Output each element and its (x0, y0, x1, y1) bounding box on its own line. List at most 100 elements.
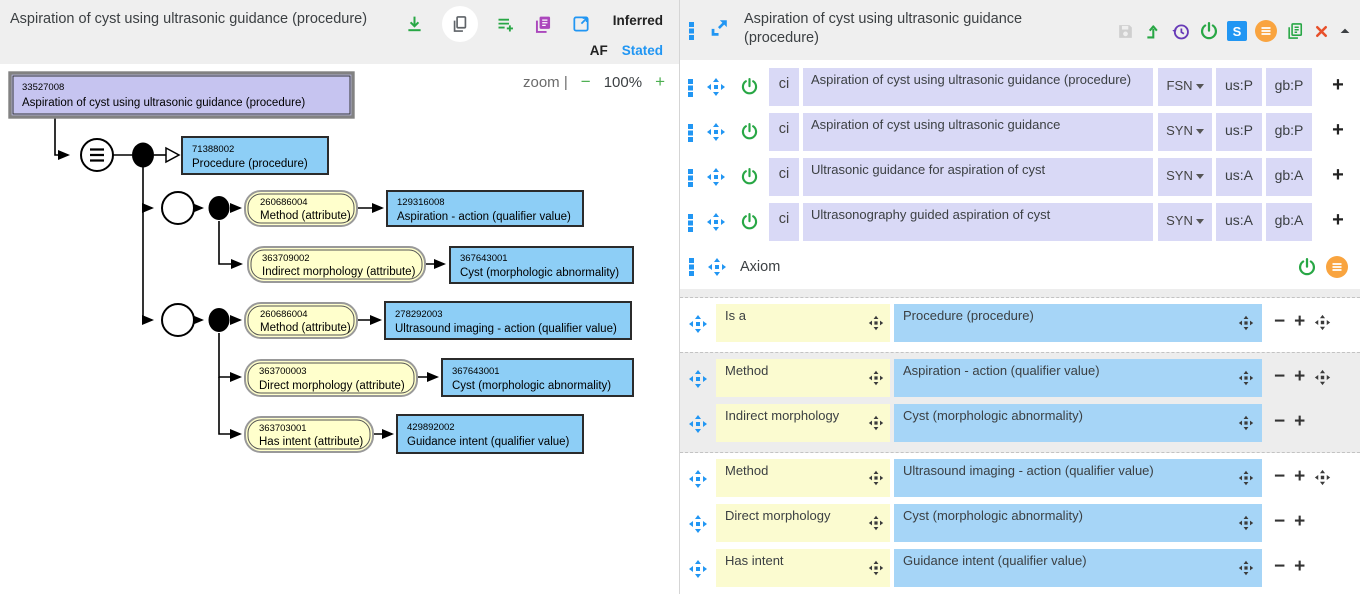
zoom-out-button[interactable]: − (580, 72, 591, 91)
download-diagram-button[interactable] (404, 14, 425, 35)
us-acceptability-badge[interactable]: us:P (1216, 113, 1262, 151)
attribute-type-box[interactable]: Direct morphology (716, 504, 890, 542)
description-menu-button[interactable] (688, 213, 694, 233)
concept-node-root[interactable]: 33527008 Aspiration of cyst using ultras… (8, 71, 355, 119)
drag-relationship-handle[interactable] (688, 414, 708, 434)
add-relationship-button[interactable]: + (1294, 411, 1306, 432)
role-group-node-2[interactable] (161, 303, 195, 337)
description-type-select[interactable]: SYN (1158, 113, 1212, 151)
us-acceptability-badge[interactable]: us:P (1216, 68, 1262, 106)
drag-description-handle[interactable] (706, 77, 726, 97)
attribute-node-direct-morphology[interactable]: 363700003 Direct morphology (attribute) (244, 359, 418, 397)
clone-button[interactable] (1285, 21, 1305, 41)
attribute-node-indirect-morphology[interactable]: 363709002 Indirect morphology (attribute… (247, 246, 426, 283)
inactivate-axiom-button[interactable] (1297, 257, 1317, 277)
open-in-new-button[interactable] (571, 14, 591, 34)
move-group-handle[interactable] (1314, 469, 1331, 486)
move-group-handle[interactable] (1314, 314, 1331, 331)
attribute-value-box[interactable]: Aspiration - action (qualifier value) (894, 359, 1262, 397)
case-significance-badge[interactable]: ci (769, 68, 799, 106)
save-button[interactable] (1116, 22, 1135, 41)
inactivate-description-button[interactable] (740, 212, 759, 231)
description-menu-button[interactable] (688, 78, 694, 98)
stated-badge[interactable]: S (1227, 21, 1247, 41)
description-type-select[interactable]: SYN (1158, 203, 1212, 241)
attribute-type-box[interactable]: Has intent (716, 549, 890, 587)
conjunction-node-group1[interactable] (208, 196, 230, 220)
open-concept-in-window-button[interactable] (708, 17, 730, 39)
gb-acceptability-badge[interactable]: gb:A (1266, 203, 1312, 241)
concept-options-button[interactable] (1255, 20, 1277, 42)
case-significance-badge[interactable]: ci (769, 113, 799, 151)
drag-attribute-handle[interactable] (868, 315, 884, 331)
drag-description-handle[interactable] (706, 167, 726, 187)
drag-attribute-handle[interactable] (868, 470, 884, 486)
attribute-node-method-2[interactable]: 260686004 Method (attribute) (244, 302, 358, 339)
add-description-button[interactable]: + (1332, 74, 1344, 96)
attribute-type-box[interactable]: Method (716, 459, 890, 497)
description-type-select[interactable]: FSN (1158, 68, 1212, 106)
conjunction-node-group2[interactable] (208, 308, 230, 332)
add-relationship-button[interactable]: + (1294, 556, 1306, 577)
promote-button[interactable] (1143, 22, 1162, 41)
inactivate-description-button[interactable] (740, 122, 759, 141)
add-relationship-button[interactable]: + (1294, 366, 1306, 387)
drag-attribute-handle[interactable] (868, 415, 884, 431)
clone-concept-button[interactable] (533, 14, 554, 35)
view-mode-inferred[interactable]: Inferred (612, 13, 663, 28)
value-node-cyst-1[interactable]: 367643001 Cyst (morphologic abnormality) (449, 246, 634, 284)
drag-relationship-handle[interactable] (688, 314, 708, 334)
concept-menu-button[interactable] (689, 21, 695, 41)
add-description-button[interactable]: + (1332, 209, 1344, 231)
add-description-button[interactable]: + (1332, 119, 1344, 141)
drag-relationship-handle[interactable] (688, 469, 708, 489)
drag-axiom-handle[interactable] (707, 257, 727, 277)
us-acceptability-badge[interactable]: us:A (1216, 158, 1262, 196)
case-significance-badge[interactable]: ci (769, 203, 799, 241)
value-node-aspiration-action[interactable]: 129316008 Aspiration - action (qualifier… (386, 190, 584, 227)
drag-value-handle[interactable] (1238, 560, 1254, 576)
drag-value-handle[interactable] (1238, 470, 1254, 486)
view-mode-af[interactable]: AF (589, 43, 608, 58)
description-term[interactable]: Ultrasonic guidance for aspiration of cy… (803, 158, 1153, 196)
view-mode-stated[interactable]: Stated (621, 43, 663, 58)
drag-description-handle[interactable] (706, 212, 726, 232)
attribute-value-box[interactable]: Guidance intent (qualifier value) (894, 549, 1262, 587)
gb-acceptability-badge[interactable]: gb:A (1266, 158, 1312, 196)
remove-relationship-button[interactable]: − (1274, 511, 1286, 532)
description-type-select[interactable]: SYN (1158, 158, 1212, 196)
axiom-menu-button[interactable] (689, 257, 695, 277)
drag-relationship-handle[interactable] (688, 559, 708, 579)
conjunction-node[interactable] (132, 142, 154, 168)
copy-diagram-button[interactable] (442, 6, 478, 42)
attribute-value-box[interactable]: Cyst (morphologic abnormality) (894, 504, 1262, 542)
role-group-node-1[interactable] (161, 191, 195, 225)
attribute-type-box[interactable]: Is a (716, 304, 890, 342)
gb-acceptability-badge[interactable]: gb:P (1266, 68, 1312, 106)
remove-relationship-button[interactable]: − (1274, 411, 1286, 432)
value-node-ultrasound-imaging[interactable]: 278292003 Ultrasound imaging - action (q… (384, 301, 632, 340)
attribute-node-method-1[interactable]: 260686004 Method (attribute) (244, 190, 358, 227)
description-menu-button[interactable] (688, 168, 694, 188)
drag-attribute-handle[interactable] (868, 560, 884, 576)
equivalence-node[interactable] (80, 138, 114, 172)
add-relationship-button[interactable]: + (1294, 511, 1306, 532)
us-acceptability-badge[interactable]: us:A (1216, 203, 1262, 241)
drag-attribute-handle[interactable] (868, 515, 884, 531)
axiom-options-button[interactable] (1326, 256, 1348, 278)
gb-acceptability-badge[interactable]: gb:P (1266, 113, 1312, 151)
attribute-type-box[interactable]: Method (716, 359, 890, 397)
drag-relationship-handle[interactable] (688, 514, 708, 534)
description-menu-button[interactable] (688, 123, 694, 143)
description-term[interactable]: Aspiration of cyst using ultrasonic guid… (803, 68, 1153, 106)
attribute-node-has-intent[interactable]: 363703001 Has intent (attribute) (244, 416, 374, 453)
inactivate-description-button[interactable] (740, 167, 759, 186)
move-group-handle[interactable] (1314, 369, 1331, 386)
drag-relationship-handle[interactable] (688, 369, 708, 389)
description-term[interactable]: Ultrasonography guided aspiration of cys… (803, 203, 1153, 241)
drag-description-handle[interactable] (706, 122, 726, 142)
remove-relationship-button[interactable]: − (1274, 311, 1286, 332)
drag-value-handle[interactable] (1238, 315, 1254, 331)
inactivate-description-button[interactable] (740, 77, 759, 96)
attribute-value-box[interactable]: Ultrasound imaging - action (qualifier v… (894, 459, 1262, 497)
